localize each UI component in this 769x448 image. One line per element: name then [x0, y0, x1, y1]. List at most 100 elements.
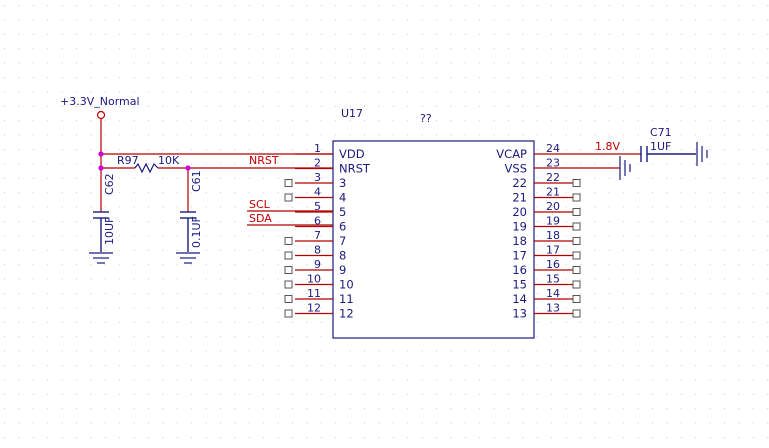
chip-pin-name: 20 [512, 205, 527, 219]
net-label-1v8: 1.8V [595, 140, 620, 153]
chip-pin-1[interactable]: 1 VDD [295, 142, 365, 161]
resistor-r97-ref: R97 [117, 154, 139, 167]
power-supply-label: +3.3V_Normal [60, 95, 140, 108]
chip-pin-number: 17 [546, 244, 560, 257]
chip-pin-number: 19 [546, 215, 560, 228]
chip-pin-number: 15 [546, 273, 560, 286]
capacitor-c71[interactable]: C71 1UF [640, 126, 696, 162]
chip-pin-number: 1 [314, 142, 321, 155]
resistor-r97-value: 10K [158, 154, 180, 167]
chip-pin-name: 10 [339, 278, 354, 292]
ground-vss [619, 156, 631, 180]
chip-pin-number: 16 [546, 258, 560, 271]
chip-pin-number: 14 [546, 287, 560, 300]
capacitor-c71-ref: C71 [650, 126, 672, 139]
chip-u17-body [332, 140, 535, 339]
chip-pin-number: 8 [314, 244, 321, 257]
capacitor-c71-symbol [640, 146, 696, 162]
chip-pin-number: 9 [314, 258, 321, 271]
capacitor-c61-symbol [180, 211, 196, 252]
chip-pin-name: 5 [339, 205, 346, 219]
chip-pin-number: 20 [546, 200, 560, 213]
chip-pin-name: 3 [339, 176, 346, 190]
chip-pin-name: VSS [505, 162, 527, 176]
power-port-circle [96, 110, 106, 120]
chip-pin-name: VDD [339, 147, 365, 161]
chip-pin-number: 7 [314, 229, 321, 242]
chip-pin-name: 13 [512, 307, 527, 321]
capacitor-c62[interactable]: C62 10UF [93, 173, 116, 252]
chip-pin-12[interactable]: 12 12 [284, 302, 354, 321]
grid-dots [4, 5, 769, 438]
chip-pin-name: 11 [339, 292, 354, 306]
right-wires [534, 153, 641, 169]
chip-pin-name: 17 [512, 249, 527, 263]
chip-pin-24[interactable]: 24 VCAP [496, 142, 560, 161]
capacitor-c61-ref: C61 [190, 170, 203, 192]
chip-pin-number: 18 [546, 229, 560, 242]
ground-c61 [176, 252, 200, 264]
chip-pin-23[interactable]: 23 VSS [505, 157, 560, 176]
ground-c62 [89, 252, 113, 264]
chip-pin-name: 15 [512, 278, 527, 292]
chip-pin-number: 13 [546, 302, 560, 315]
chip-pin-number: 6 [314, 215, 321, 228]
chip-pin-name: 12 [339, 307, 354, 321]
chip-pin-10[interactable]: 10 10 [284, 273, 354, 292]
ground-c71 [696, 142, 708, 166]
net-label-nrst: NRST [249, 154, 279, 167]
chip-pin-2[interactable]: 2 NRST [295, 157, 371, 176]
chip-pin-number: 22 [546, 171, 560, 184]
chip-pin-11[interactable]: 11 11 [284, 287, 354, 306]
chip-pin-number: 4 [314, 186, 321, 199]
chip-pin-number: 11 [307, 287, 321, 300]
chip-pin-number: 24 [546, 142, 560, 155]
chip-pin-number: 3 [314, 171, 321, 184]
chip-pin-name: 22 [512, 176, 527, 190]
capacitor-c61[interactable]: C61 0.1UF [180, 170, 203, 252]
chip-pin-name: 9 [339, 263, 346, 277]
chip-u17-value: ?? [420, 112, 432, 125]
chip-pin-name: 8 [339, 249, 346, 263]
chip-pin-name: 7 [339, 234, 346, 248]
chip-pin-name: NRST [339, 162, 371, 176]
net-label-scl: SCL [249, 198, 271, 211]
chip-pin-number: 21 [546, 186, 560, 199]
chip-pin-22[interactable]: 22 22 [512, 171, 581, 190]
capacitor-c61-value: 0.1UF [190, 216, 203, 248]
chip-pin-name: 18 [512, 234, 527, 248]
chip-right-pins: 24VCAP23VSS22222121202019191818171716161… [496, 142, 581, 321]
chip-pin-name: 4 [339, 191, 346, 205]
resistor-r97-body [134, 162, 159, 174]
power-port-3v3[interactable]: +3.3V_Normal [60, 95, 140, 120]
resistor-r97[interactable]: R97 10K [117, 154, 180, 174]
chip-pin-number: 12 [307, 302, 321, 315]
chip-pin-name: 6 [339, 220, 346, 234]
capacitor-c62-ref: C62 [103, 173, 116, 195]
chip-pin-13[interactable]: 13 13 [512, 302, 581, 321]
junction-dots [98, 151, 191, 171]
chip-pin-number: 10 [307, 273, 321, 286]
capacitor-c62-value: 10UF [103, 217, 116, 245]
chip-pin-number: 2 [314, 157, 321, 170]
chip-pin-name: VCAP [496, 147, 527, 161]
chip-pin-name: 19 [512, 220, 527, 234]
chip-pin-number: 23 [546, 157, 560, 170]
